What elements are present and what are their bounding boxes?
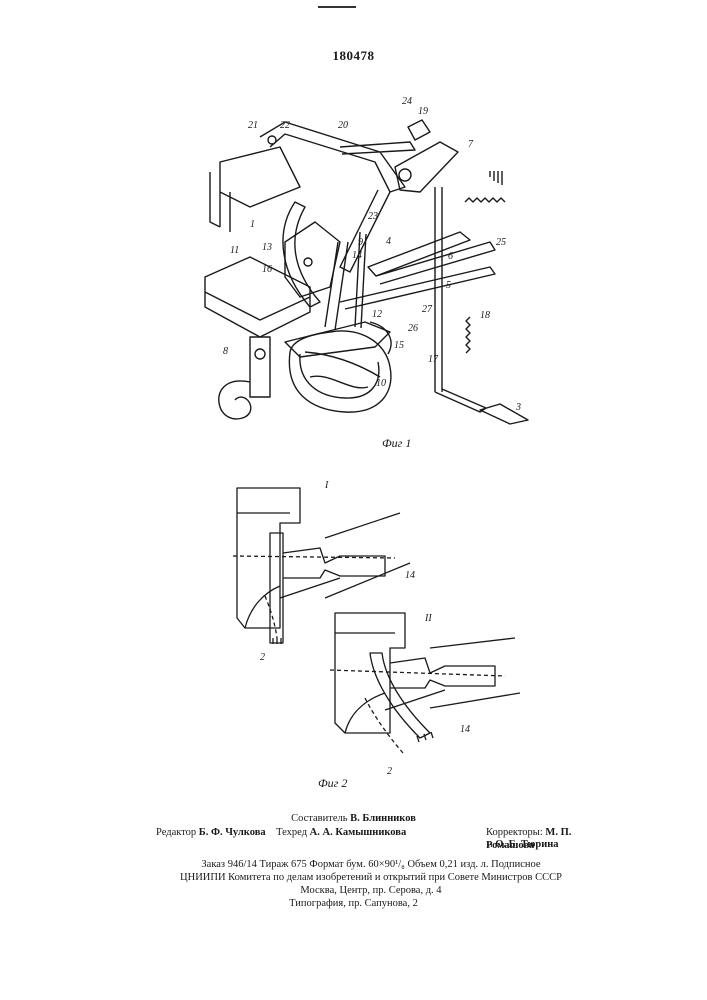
figure-1-labels: 24 19 21 22 20 7 23 1 4 6 25 13 9 14 11 … [223, 96, 521, 413]
compiler-line: Составитель В. Блинников [0, 812, 707, 825]
fig1-label: 25 [496, 237, 506, 248]
fig1-label: 15 [394, 340, 404, 351]
fig1-label: 19 [418, 106, 428, 117]
fig2-part-label: 2 [387, 766, 392, 777]
editor-name: Б. Ф. Чулкова [199, 827, 266, 838]
tech-editor-label: Техред [276, 827, 307, 838]
fig1-label: 11 [230, 245, 239, 256]
fig1-label: 4 [386, 236, 391, 247]
view-label-i: I [324, 480, 329, 491]
corrector-2-line: и О. Б. Тюрина [487, 838, 559, 851]
fig1-label: 10 [376, 378, 386, 389]
editor-label: Редактор [156, 827, 196, 838]
typography-line: Типография, пр. Сапунова, 2 [0, 897, 707, 910]
tech-editor-name: А. А. Камышникова [310, 827, 407, 838]
publication-line-2: ЦНИИПИ Комитета по делам изобретений и о… [156, 871, 586, 884]
fig1-label: 6 [448, 251, 453, 262]
compiler-label: Составитель [291, 813, 347, 824]
top-margin-mark [318, 6, 356, 8]
fig1-label: 20 [338, 120, 348, 131]
fig1-label: 7 [468, 139, 474, 150]
publication-line-1: Заказ 946/14 Тираж 675 Формат бум. 60×90… [156, 858, 586, 871]
fig2-part-label: 2 [260, 652, 265, 663]
fig1-label: 27 [422, 304, 433, 315]
fig1-label: 3 [515, 402, 521, 413]
fig1-label: 26 [408, 323, 418, 334]
fig1-label: 17 [428, 354, 439, 365]
view-label-ii: II [424, 613, 432, 624]
fig1-label: 24 [402, 96, 412, 107]
fig1-label: 22 [280, 120, 290, 131]
fig1-label: 8 [223, 346, 228, 357]
fig1-label: 9 [358, 237, 363, 248]
fig1-label: 12 [372, 309, 382, 320]
figure-1-drawing: 24 19 21 22 20 7 23 1 4 6 25 13 9 14 11 … [190, 92, 550, 447]
fig1-label: 1 [250, 219, 255, 230]
fig2-part-label: 14 [405, 570, 415, 581]
fig1-label: 23 [368, 211, 378, 222]
publication-details: Заказ 946/14 Тираж 675 Формат бум. 60×90… [156, 858, 586, 897]
fig1-label: 18 [480, 310, 490, 321]
fig1-label: 14 [352, 250, 362, 261]
figure-1-caption: Фиг 1 [382, 436, 411, 451]
correctors-label: Корректоры: [486, 827, 543, 838]
fig1-label: 21 [248, 120, 258, 131]
fig2-part-label: 14 [460, 724, 470, 735]
figure-2-drawing: I II 14 2 14 2 [225, 478, 525, 798]
corrector-2-name: О. Б. Тюрина [495, 839, 558, 850]
publication-line-3: Москва, Центр, пр. Серова, д. 4 [156, 884, 586, 897]
patent-number: 180478 [0, 48, 707, 64]
figure-2-caption: Фиг 2 [318, 776, 347, 791]
fig1-label: 5 [446, 280, 451, 291]
compiler-name: В. Блинников [350, 813, 416, 824]
fig1-label: 16 [262, 264, 272, 275]
corrector-2-prefix: и [487, 839, 493, 850]
fig1-label: 13 [262, 242, 272, 253]
